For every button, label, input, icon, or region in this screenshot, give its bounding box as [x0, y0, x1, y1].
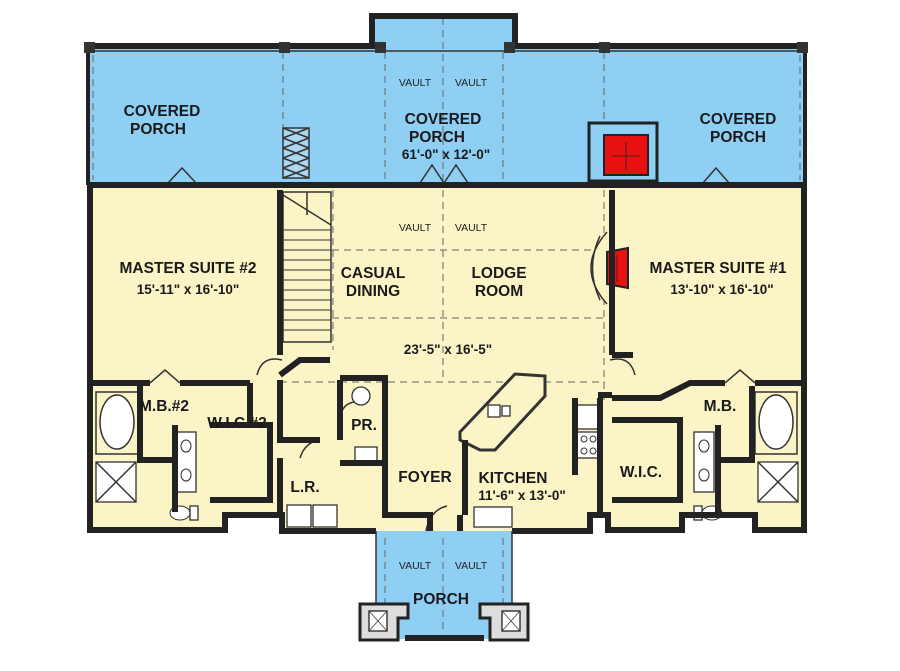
rear-porch-fill [88, 46, 805, 185]
porch-center-line2: PORCH [409, 129, 465, 146]
living-dim: 23'-5" x 16'-5" [404, 342, 492, 357]
staircase [282, 191, 332, 343]
master-suite-1-dim: 13'-10" x 16'-10" [670, 282, 773, 297]
vault-label: VAULT [399, 560, 432, 572]
porch-right-line1: COVERED [700, 111, 777, 128]
lodge-room-line1: LODGE [471, 265, 526, 282]
vault-label: VAULT [455, 560, 488, 572]
porch-structure [84, 13, 808, 185]
vault-label: VAULT [455, 77, 488, 89]
porch-post [504, 42, 515, 53]
kitchen-name: KITCHEN [479, 470, 548, 487]
front-pier-left [358, 602, 410, 642]
vault-label: VAULT [399, 222, 432, 234]
casual-dining-line1: CASUAL [341, 265, 406, 282]
master-suite-1-name: MASTER SUITE #1 [650, 260, 787, 277]
wic2-label: W.I.C.#2 [207, 415, 266, 432]
vault-label: VAULT [399, 77, 432, 89]
porch-front-label: PORCH [413, 591, 469, 608]
porch-right-line2: PORCH [710, 129, 766, 146]
bathtub-right [758, 394, 794, 450]
porch-left-line1: COVERED [124, 103, 201, 120]
porch-center-dim: 61'-0" x 12'-0" [402, 147, 490, 162]
porch-post [84, 42, 95, 53]
foyer-label: FOYER [398, 469, 451, 486]
porch-post [599, 42, 610, 53]
porch-post [797, 42, 808, 53]
interior-walls [87, 182, 807, 534]
lr-label: L.R. [290, 479, 319, 496]
porch-details [90, 18, 803, 185]
porch-left-line2: PORCH [130, 121, 186, 138]
vault-label: VAULT [455, 222, 488, 234]
porch-areas [88, 15, 805, 639]
porch-post [279, 42, 290, 53]
front-pier-right [478, 602, 530, 642]
lodge-room-line2: ROOM [475, 283, 523, 300]
pr-label: PR. [351, 417, 377, 434]
casual-dining-line2: DINING [346, 283, 400, 300]
mb2-label: M.B.#2 [139, 398, 189, 415]
labels: VAULT VAULT VAULT VAULT VAULT VAULT COVE… [120, 77, 787, 608]
front-porch-structure [358, 531, 530, 642]
porch-post [375, 42, 386, 53]
stair-treads [283, 229, 331, 331]
kitchen-dim: 11'-6" x 13'-0" [478, 488, 566, 503]
bathtub-left [99, 394, 135, 450]
mb1-label: M.B. [704, 398, 737, 415]
porch-center-line1: COVERED [405, 111, 482, 128]
master-suite-2-name: MASTER SUITE #2 [120, 260, 257, 277]
master-suite-2-dim: 15'-11" x 16'-10" [137, 282, 240, 297]
wic1-label: W.I.C. [620, 464, 662, 481]
